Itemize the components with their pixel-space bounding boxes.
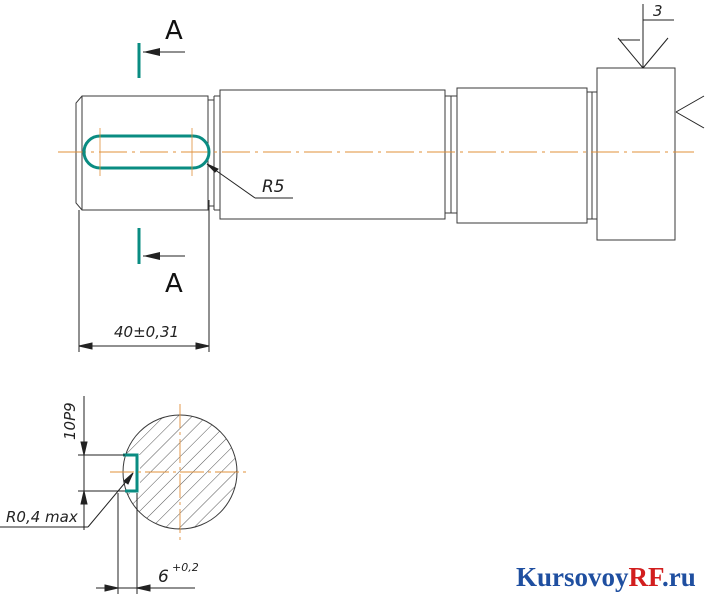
watermark-part-accent: RF	[629, 562, 664, 592]
radius-leader	[206, 163, 293, 199]
section-mark-top	[137, 43, 185, 78]
depth-dimension-base: 6	[158, 567, 169, 587]
section-label-bottom: A	[165, 269, 183, 299]
key-width-tolerance: 10P9	[61, 402, 79, 440]
section-mark-bottom	[137, 228, 185, 264]
length-dimension	[78, 200, 210, 352]
section-label-top: A	[165, 16, 183, 46]
length-dimension-text: 40±0,31	[114, 323, 179, 341]
depth-dimension	[96, 493, 195, 594]
watermark-part-main: Kursovoy	[516, 562, 629, 592]
radius-callout: R5	[262, 177, 285, 197]
roughness-symbol-top	[617, 4, 674, 69]
key-width-dimension	[78, 396, 125, 530]
roughness-symbol-side	[675, 95, 705, 129]
watermark-part-domain: .ru	[662, 562, 696, 592]
fillet-callout: R0,4 max	[6, 508, 78, 526]
keyway-slot	[82, 134, 211, 170]
fillet-leader	[0, 472, 134, 528]
site-watermark[interactable]: KursovoyRF.ru	[516, 562, 696, 592]
shaft-outline	[75, 67, 676, 241]
cross-section	[110, 404, 248, 540]
depth-dimension-tolerance: +0,2	[172, 561, 199, 574]
roughness-value: 3	[653, 2, 663, 20]
